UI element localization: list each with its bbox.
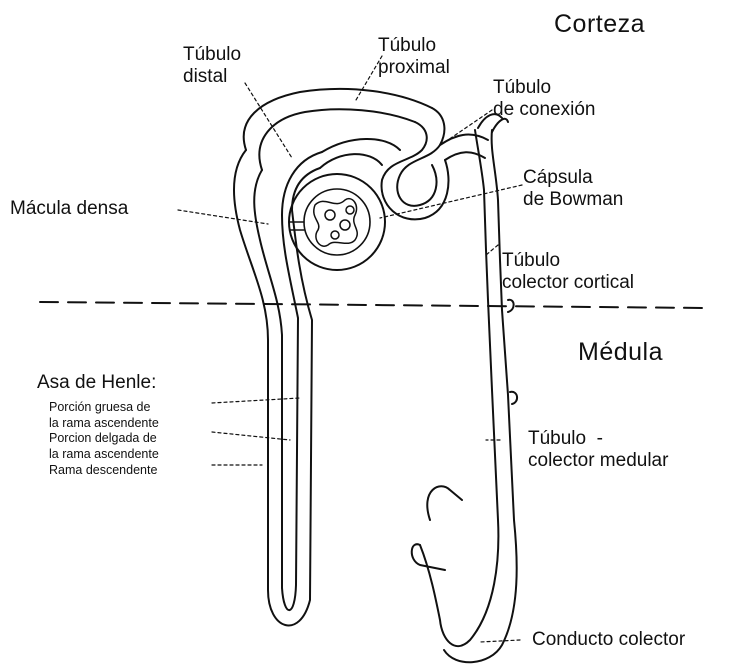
henle-part-2: la rama ascendente (49, 416, 159, 432)
label-loop-of-henle: Asa de Henle: (37, 372, 156, 394)
cortex-medulla-boundary (40, 302, 705, 308)
label-proximal-tubule: Túbulo proximal (378, 35, 450, 79)
henle-part-1: Porción gruesa de (49, 400, 159, 416)
glomerulus (290, 199, 357, 247)
collecting-duct (412, 114, 517, 662)
label-medullary-collecting-tubule: Túbulo - colector medular (528, 428, 668, 472)
distal-tubule (244, 89, 432, 215)
henle-part-5: Rama descendente (49, 463, 159, 479)
label-cortical-collecting-tubule: Túbulo colector cortical (502, 250, 634, 294)
connecting-tubule (440, 135, 488, 160)
label-macula-densa: Mácula densa (10, 198, 128, 220)
henle-part-4: la rama ascendente (49, 447, 159, 463)
region-label-medulla: Médula (578, 338, 663, 367)
region-label-cortex: Corteza (554, 10, 645, 39)
leader-lines (178, 56, 522, 642)
label-connecting-tubule: Túbulo de conexión (493, 77, 595, 121)
label-bowman-capsule: Cápsula de Bowman (523, 167, 623, 211)
henle-part-3: Porcion delgada de (49, 431, 159, 447)
henle-parts-list: Porción gruesa de la rama ascendente Por… (49, 400, 159, 478)
label-collecting-duct: Conducto colector (532, 629, 685, 651)
label-distal-tubule: Túbulo distal (183, 44, 241, 88)
